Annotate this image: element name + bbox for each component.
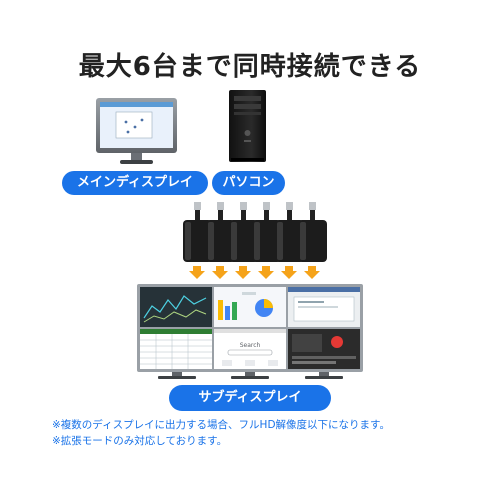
- sub-monitor-icon: [140, 287, 212, 327]
- headline: 最大6台まで同時接続できる: [78, 52, 422, 82]
- pc-tower-icon: [229, 90, 266, 162]
- down-arrow-icon: [212, 266, 228, 279]
- usb-adapter-icon: [252, 202, 281, 262]
- usb-adapter-icon: [298, 202, 327, 262]
- down-arrows: [189, 266, 320, 279]
- usb-adapter-icon: [206, 202, 235, 262]
- pc-label: パソコン: [212, 171, 285, 195]
- down-arrow-icon: [189, 266, 205, 279]
- main-monitor-icon: [96, 98, 177, 164]
- usb-adapter-icon: [183, 202, 212, 262]
- sub-monitor-icon: Search: [214, 329, 286, 369]
- sub-monitor-icon: [288, 287, 360, 327]
- footnote: ※拡張モードのみ対応しております。: [52, 435, 228, 447]
- down-arrow-icon: [258, 266, 274, 279]
- usb-adapters: [183, 202, 327, 262]
- sub-monitor-wall: Search: [137, 284, 363, 379]
- sub-monitor-icon: [140, 329, 212, 369]
- footnotes: ※複数のディスプレイに出力する場合、フルHD解像度以下になります。 ※拡張モード…: [52, 417, 492, 449]
- down-arrow-icon: [304, 266, 320, 279]
- main-display-label: メインディスプレイ: [62, 171, 208, 195]
- sub-display-label: サブディスプレイ: [169, 385, 331, 411]
- sub-monitor-icon: [288, 329, 360, 369]
- down-arrow-icon: [281, 266, 297, 279]
- usb-adapter-icon: [229, 202, 258, 262]
- sub-monitor-icon: [214, 287, 286, 327]
- screen-search-text: Search: [240, 342, 261, 349]
- footnote: ※複数のディスプレイに出力する場合、フルHD解像度以下になります。: [52, 419, 390, 431]
- usb-adapter-icon: [275, 202, 304, 262]
- down-arrow-icon: [235, 266, 251, 279]
